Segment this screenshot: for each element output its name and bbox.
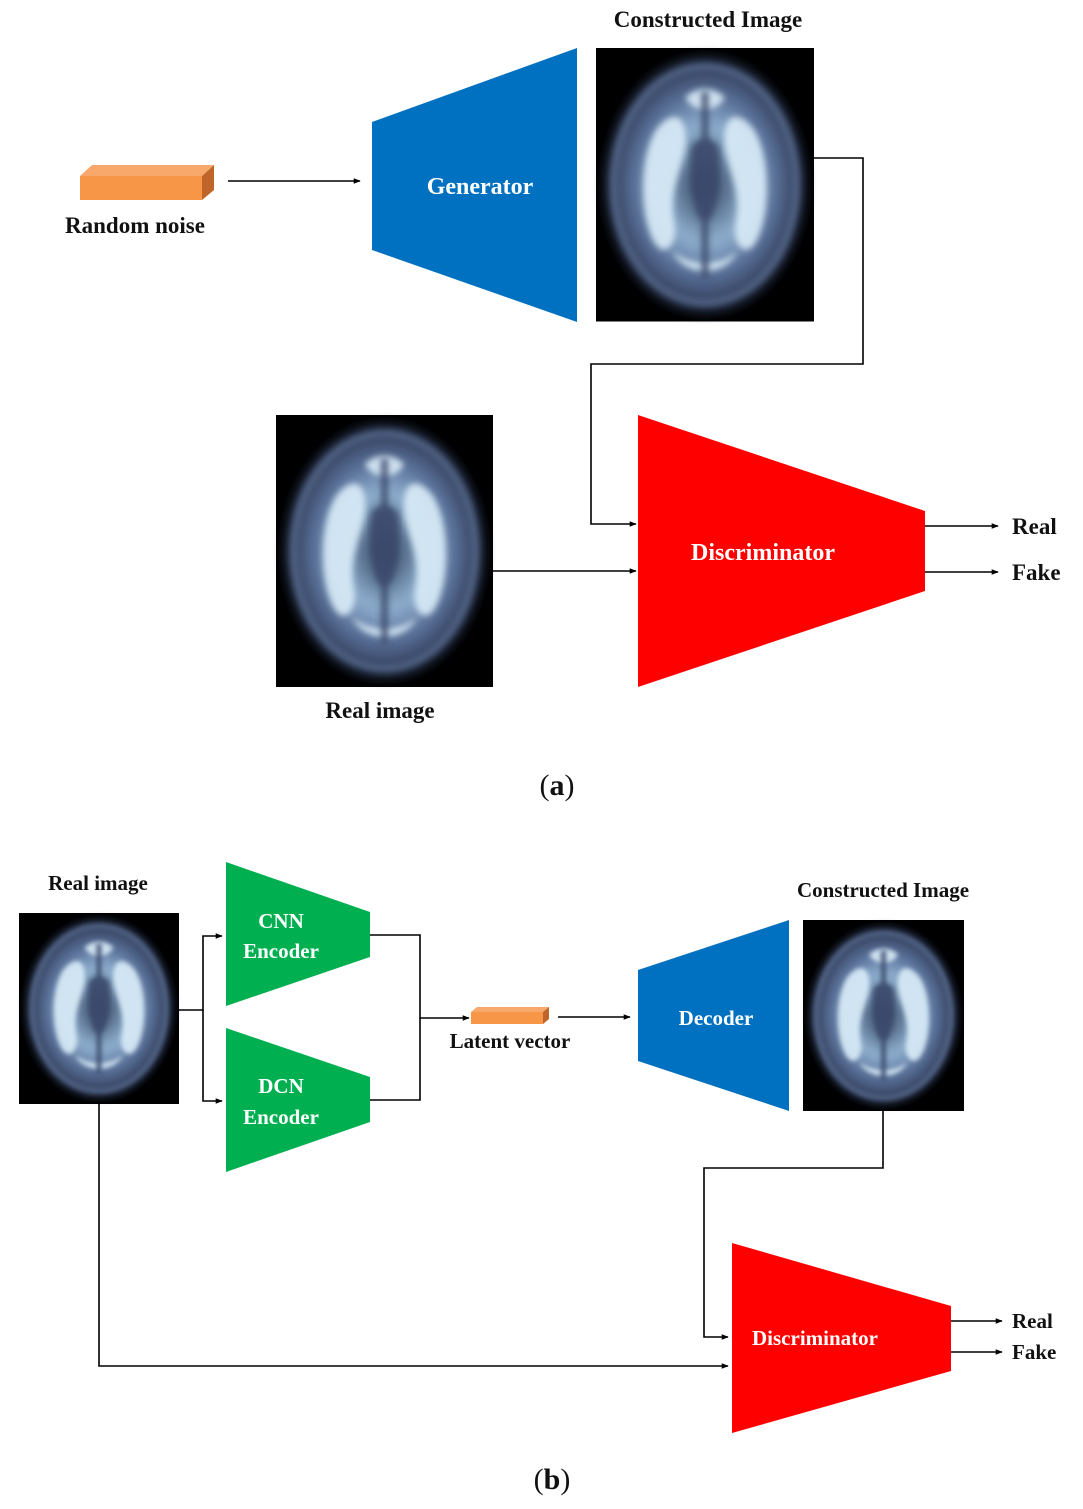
constructed-to-discriminator-arrow-b xyxy=(703,1111,884,1340)
real-output-label-b: Real xyxy=(1012,1309,1053,1333)
constructed-to-discriminator-arrow xyxy=(590,157,864,527)
generator-label: Generator xyxy=(427,174,534,200)
fake-output-label-b: Fake xyxy=(1012,1340,1056,1364)
cnn-encoder-label-1: CNN xyxy=(258,909,304,933)
decoder-label: Decoder xyxy=(679,1006,754,1030)
caption-a: (a) xyxy=(540,769,575,802)
fake-output-label: Fake xyxy=(1012,560,1061,585)
latent-vector-block xyxy=(471,1007,549,1024)
random-noise-label: Random noise xyxy=(65,213,205,238)
latent-vector-label: Latent vector xyxy=(450,1029,571,1053)
real-to-discriminator-arrow-b xyxy=(98,1104,729,1369)
real-to-cnn-arrow xyxy=(179,933,223,1011)
real-image-label-b: Real image xyxy=(48,871,148,895)
decoder-block xyxy=(638,920,789,1111)
discriminator-label-b: Discriminator xyxy=(752,1326,878,1350)
discriminator-block xyxy=(638,415,925,687)
caption-b: (b) xyxy=(534,1463,571,1496)
real-brain-image-b xyxy=(19,913,179,1104)
constructed-brain-image xyxy=(596,48,814,322)
random-noise-block xyxy=(80,165,214,200)
dcn-encoder-block xyxy=(226,1028,370,1172)
constructed-brain-image-b xyxy=(803,920,964,1111)
generator-block xyxy=(372,48,577,322)
constructed-image-title: Constructed Image xyxy=(614,7,802,32)
cnn-encoder-label-2: Encoder xyxy=(243,939,319,963)
real-output-label: Real xyxy=(1012,514,1057,539)
real-image-label: Real image xyxy=(325,698,434,723)
discriminator-label: Discriminator xyxy=(691,540,835,566)
panel-b: Real image CNN Encoder DCN Encoder Laten… xyxy=(19,862,1056,1496)
encoders-merge-line xyxy=(370,934,421,1101)
constructed-image-title-b: Constructed Image xyxy=(797,878,969,902)
real-brain-image xyxy=(276,415,493,687)
discriminator-block-b xyxy=(732,1243,951,1433)
real-to-dcn-arrow xyxy=(202,1010,223,1104)
dcn-encoder-label-2: Encoder xyxy=(243,1105,319,1129)
panel-a: Random noise Generator Constructed Image… xyxy=(65,7,1061,802)
cnn-encoder-block xyxy=(226,862,370,1006)
dcn-encoder-label-1: DCN xyxy=(258,1074,304,1098)
